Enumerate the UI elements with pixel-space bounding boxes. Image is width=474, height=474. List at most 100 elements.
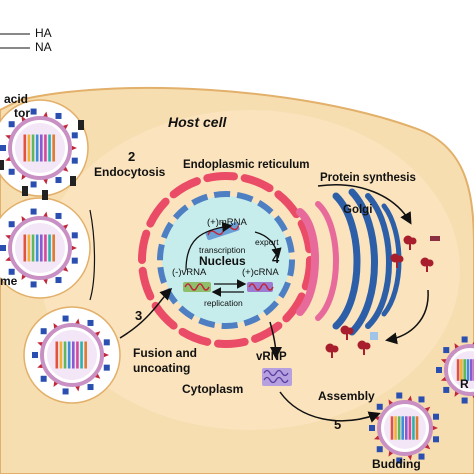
ha-spike (60, 165, 69, 172)
rnp-segment (72, 341, 75, 369)
na-spike (71, 232, 78, 239)
rnp-segment (415, 416, 419, 440)
step5-number: 5 (334, 417, 342, 432)
transcription-arrow (185, 221, 233, 271)
rnp-segment (80, 341, 83, 369)
rnp-segment (35, 234, 39, 262)
legend-na-label: NA (35, 40, 52, 54)
arrow-endocytosis-down (89, 209, 96, 301)
rnp-segment (55, 341, 59, 369)
na-spike (396, 392, 403, 399)
na-spike (55, 212, 62, 219)
na-spike (55, 112, 62, 119)
na-spike (55, 277, 62, 284)
na-spike (396, 457, 403, 464)
endosome-label-partial: me (0, 274, 18, 288)
rnp-segment (412, 416, 415, 440)
er-segment (138, 266, 155, 301)
ha-protein (390, 253, 404, 268)
er-segment (151, 301, 178, 330)
er-label: Endoplasmic reticulum (183, 159, 310, 171)
rnp-segment (44, 134, 47, 162)
rnp-segment (466, 359, 470, 381)
rnp-segment (460, 359, 463, 381)
rnp-segment (84, 341, 87, 369)
na-spike (433, 436, 440, 443)
na-spike (30, 281, 37, 288)
er-segment (146, 197, 170, 228)
er-segment (213, 337, 249, 348)
rnp-segment (59, 341, 63, 369)
ha-spike (60, 265, 69, 272)
arrow-fusion-to-nucleus (119, 287, 173, 339)
rnp-segment (63, 341, 67, 369)
vrna-label: (-)vRNA (172, 267, 207, 278)
step2-label: Endocytosis (94, 165, 166, 179)
na-spike (40, 375, 47, 382)
vrna-strand (183, 282, 211, 292)
rnp-segment (31, 134, 35, 162)
export-label: export (255, 237, 279, 247)
arrow-nucleus-to-vrnp (269, 321, 282, 359)
crna-label: (+)cRNA (242, 267, 279, 278)
rnp-segment (390, 416, 394, 440)
nucleus-label: Nucleus (199, 254, 246, 268)
na-protein (370, 332, 378, 340)
crna-strand (247, 282, 274, 292)
rnp-segment (44, 234, 47, 262)
arrow-protein-synthesis (317, 184, 412, 225)
nuclear-envelope (157, 191, 295, 329)
na-spike (55, 177, 62, 184)
rnp-segment (48, 234, 51, 262)
rnp-segment (456, 359, 460, 381)
ha-protein (403, 235, 417, 250)
na-spike (40, 328, 47, 335)
legend-ha-label: HA (35, 26, 52, 40)
na-protein (430, 236, 440, 241)
right-label-partial: R (460, 377, 469, 391)
rnp-segment (470, 359, 473, 381)
na-spike (418, 396, 425, 403)
golgi-apparatus (296, 188, 402, 336)
na-spike (418, 453, 425, 460)
endoplasmic-reticulum (138, 172, 314, 348)
rnp-segment (408, 416, 412, 440)
na-spike (443, 347, 450, 354)
virion-top (0, 108, 78, 188)
na-spike (8, 268, 15, 275)
rnp-segment (40, 234, 43, 262)
rnp-segment (40, 134, 43, 162)
rnp-segment (27, 134, 31, 162)
host-cell-label: Host cell (168, 114, 227, 130)
rnp-segment (67, 341, 71, 369)
rnp-segment (23, 134, 27, 162)
na-spike (30, 108, 37, 115)
na-spike (32, 352, 38, 358)
na-spike (8, 221, 15, 228)
rnp-segment (401, 416, 405, 440)
rnp-segment (48, 134, 51, 162)
rnp-segment (394, 416, 397, 440)
er-segment (297, 219, 314, 254)
er-segment (251, 321, 283, 343)
na-spike (103, 339, 110, 346)
receptor-group (0, 120, 84, 200)
rnp-segment (23, 234, 27, 262)
rnp-segment (52, 134, 55, 162)
rnp-segment (463, 359, 466, 381)
step3-label-line1: Fusion and (133, 346, 197, 360)
arrow-vrnp-to-assembly (279, 391, 381, 423)
er-segment (282, 292, 306, 323)
golgi-label: Golgi (343, 204, 373, 216)
export-arrow (254, 231, 282, 259)
na-spike (103, 364, 110, 371)
rnp-segment (76, 341, 79, 369)
er-segment (138, 229, 151, 264)
rnp-segment (31, 234, 35, 262)
virion-released (436, 336, 474, 404)
step4-number: 4 (272, 251, 280, 266)
rnp-segment (35, 134, 39, 162)
na-spike (71, 132, 78, 139)
na-spike (376, 403, 383, 410)
